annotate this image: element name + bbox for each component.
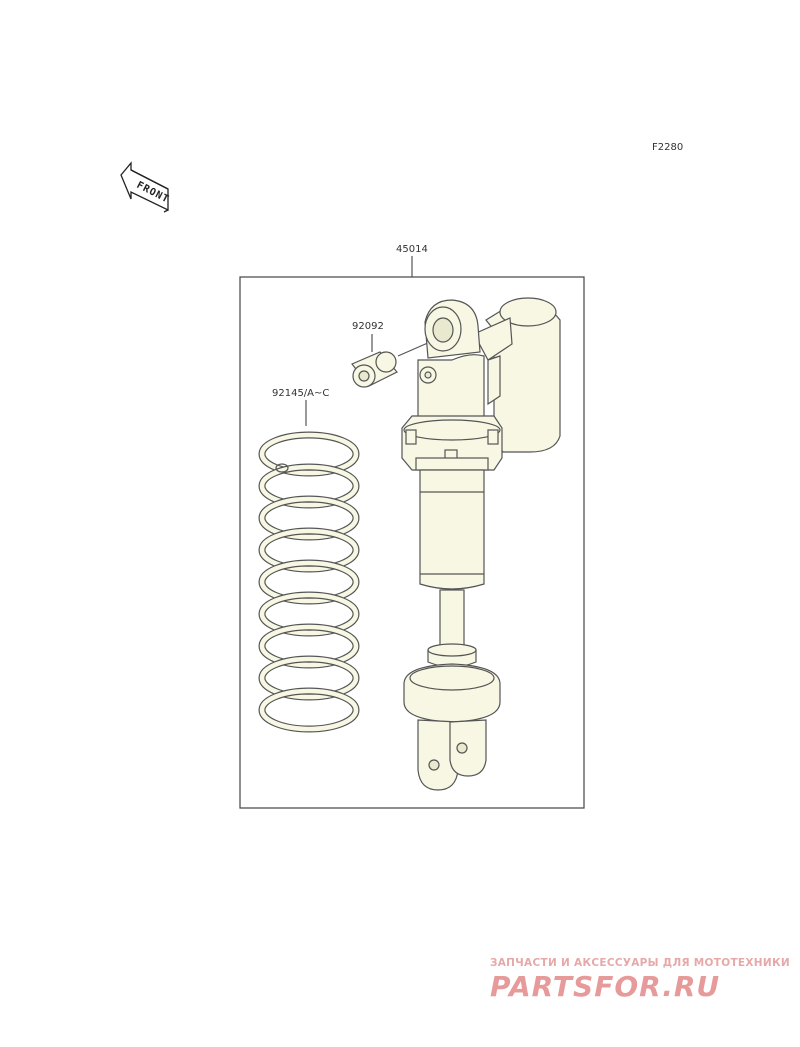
spring-coil (259, 688, 359, 732)
spring-coil (259, 464, 359, 508)
leader-bushing-axis (397, 341, 431, 357)
spring-coil (259, 528, 359, 572)
front-arrow-icon: FRONT (120, 161, 171, 213)
bushing-92092 (351, 351, 398, 388)
figure-code: F2280 (652, 142, 683, 153)
spring-coil (259, 592, 359, 636)
spring-coil (259, 656, 359, 700)
watermark-tagline: ЗАПЧАСТИ И АКСЕССУАРЫ ДЛЯ МОТОТЕХНИКИ (490, 957, 790, 969)
watermark-logo: PARTSFOR.RU (490, 970, 720, 1003)
spring-end (275, 463, 289, 473)
part-label-92092: 92092 (352, 321, 384, 332)
coil-spring-92145 (258, 431, 360, 733)
spring-coil (259, 624, 359, 668)
spring-coil (259, 432, 359, 476)
shock-absorber-45014 (401, 297, 561, 791)
assembly-frame (239, 276, 585, 809)
spring-coil (259, 560, 359, 604)
spring-coil (259, 496, 359, 540)
part-label-92145: 92145/A~C (272, 388, 329, 399)
part-label-45014: 45014 (396, 244, 428, 255)
